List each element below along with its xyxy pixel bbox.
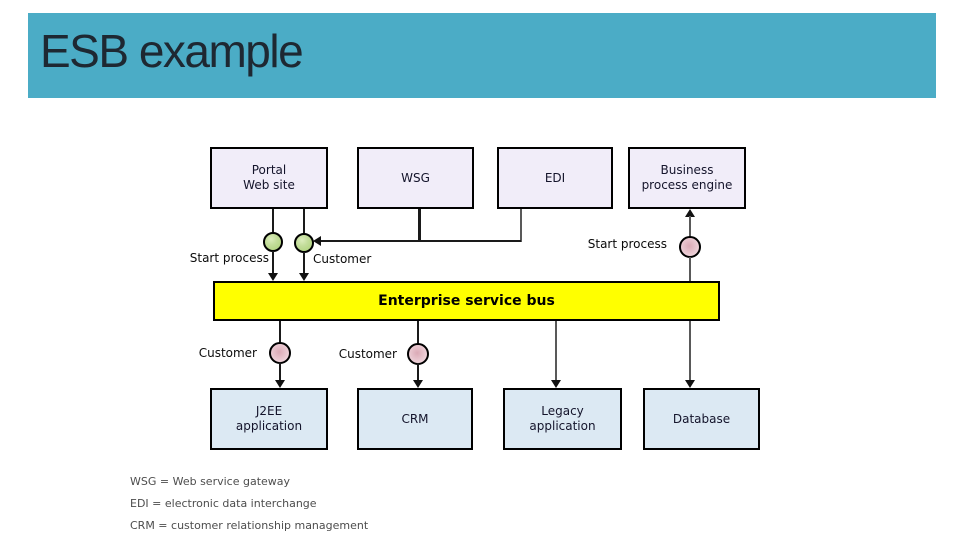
connector-bus-pink1 [279, 321, 281, 344]
connector-portal-line-2 [303, 209, 305, 235]
arrowhead-down-bus-1 [268, 273, 278, 281]
node-label: Web site [243, 178, 295, 192]
connector-edi-line [520, 209, 522, 242]
node-label: application [235, 419, 303, 433]
node-label: Legacy [541, 404, 584, 418]
label-customer-bottom-mid: Customer [338, 347, 397, 361]
arrowhead-down-legacy [551, 380, 561, 388]
arrowhead-up-bpe [685, 209, 695, 217]
legend: WSG = Web service gateway EDI = electron… [130, 471, 368, 537]
legend-line-wsg: WSG = Web service gateway [130, 475, 291, 488]
node-legacy-application: Legacy application [503, 388, 622, 450]
connector-pink1-j2ee [279, 362, 281, 381]
node-crm: CRM [357, 388, 473, 450]
event-circle-green-start [263, 232, 283, 252]
connector-portal-line-1 [272, 209, 274, 234]
connector-green2-bus [303, 252, 305, 274]
node-label: CRM [401, 411, 429, 426]
label-start-process-right: Start process [587, 237, 667, 251]
bus-label: Enterprise service bus [378, 293, 555, 309]
arrowhead-down-crm [413, 380, 423, 388]
event-circle-pink-customer-1 [269, 342, 291, 364]
connector-pink2-crm [417, 363, 419, 381]
node-database: Database [643, 388, 760, 450]
node-label: Portal [251, 163, 287, 177]
event-circle-green-customer [294, 233, 314, 253]
node-label: WSG [401, 170, 430, 185]
label-start-process-top: Start process [189, 251, 269, 265]
node-label: application [529, 419, 596, 433]
legend-line-crm: CRM = customer relationship management [130, 519, 369, 532]
connector-horizontal-line [320, 240, 521, 242]
node-label: process engine [641, 178, 733, 192]
node-business-process-engine: Business process engine [628, 147, 746, 209]
arrowhead-left-customer [313, 236, 321, 246]
event-circle-pink-start [679, 236, 701, 258]
enterprise-service-bus-bar: Enterprise service bus [213, 281, 720, 321]
label-customer-top: Customer [313, 252, 372, 266]
node-label: Business [660, 163, 714, 177]
connector-green1-bus [272, 251, 274, 274]
slide-title-bar: ESB example [28, 13, 936, 98]
node-label: Database [672, 411, 731, 426]
arrowhead-down-bus-2 [299, 273, 309, 281]
connector-bus-legacy [555, 321, 557, 381]
arrowhead-down-database [685, 380, 695, 388]
connector-bus-database [689, 321, 691, 381]
node-wsg: WSG [357, 147, 474, 209]
node-j2ee-application: J2EE application [210, 388, 328, 450]
node-label: EDI [544, 170, 566, 185]
connector-bpe-circle [689, 216, 691, 237]
connector-wsg-line [418, 209, 421, 242]
connector-circle-bus-right [689, 257, 691, 281]
node-label: J2EE [255, 404, 283, 418]
node-edi: EDI [497, 147, 613, 209]
arrowhead-down-j2ee [275, 380, 285, 388]
label-customer-bottom-left: Customer [198, 346, 257, 360]
node-portal-web-site: Portal Web site [210, 147, 328, 209]
legend-line-edi: EDI = electronic data interchange [130, 497, 317, 510]
event-circle-pink-customer-2 [407, 343, 429, 365]
page-title: ESB example [40, 24, 304, 77]
connector-bus-pink2 [417, 321, 419, 345]
